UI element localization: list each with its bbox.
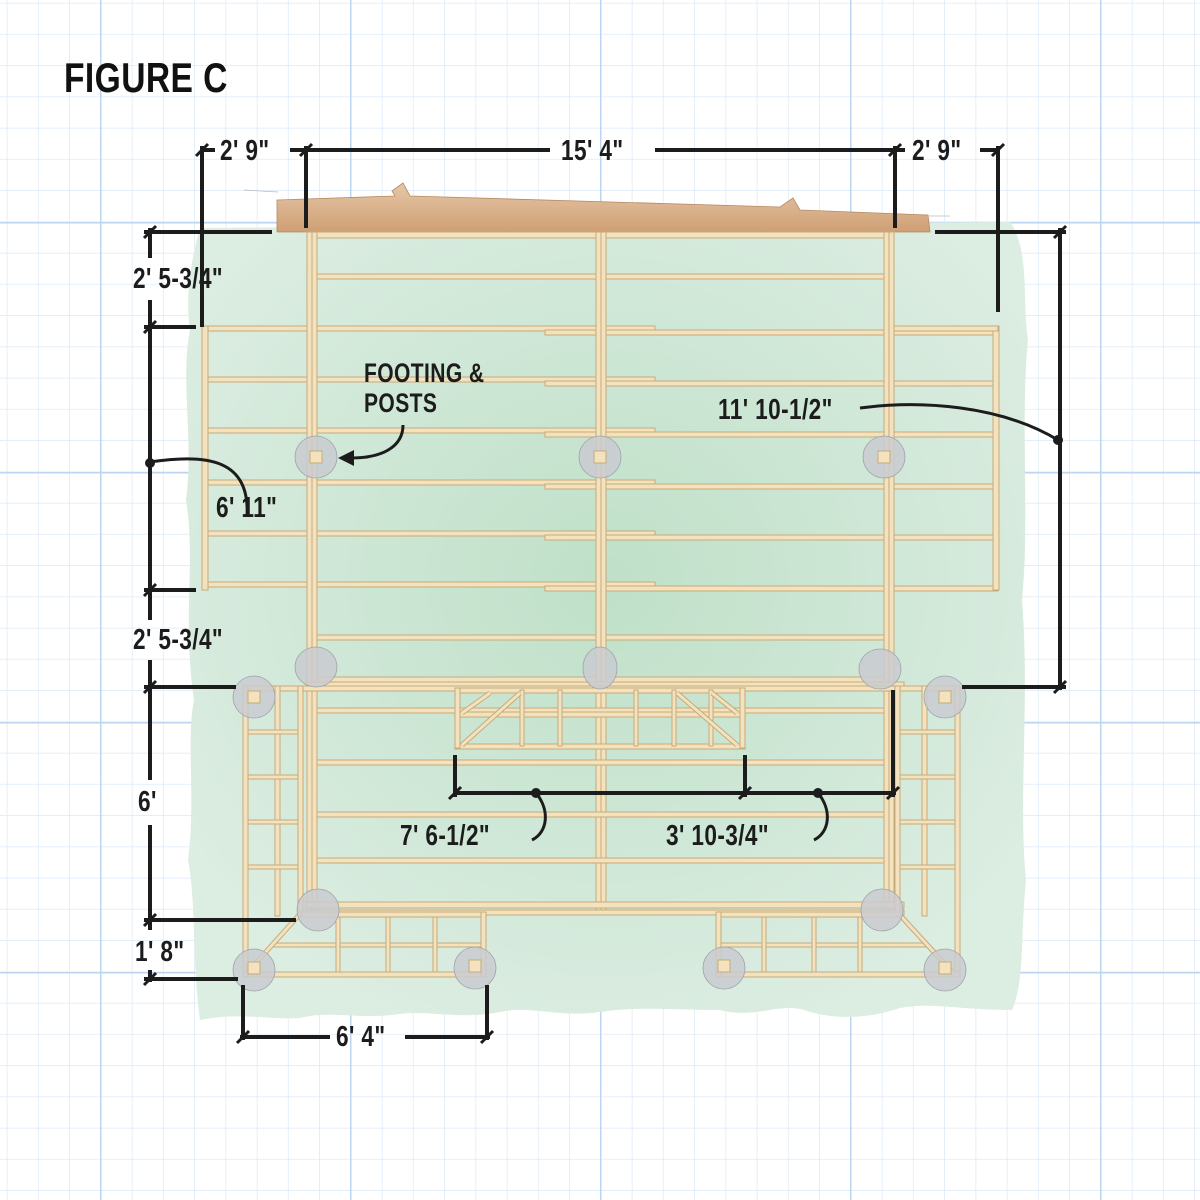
dim-left-step: 1' 8": [135, 936, 185, 968]
dimension-ticks: [142, 142, 1068, 1045]
dim-left-wing-depth: 6' 11": [216, 492, 278, 524]
dim-left-lower-deck: 6': [138, 786, 157, 818]
post-squares: [247, 450, 952, 975]
dim-top-right-overhang: 2' 9": [912, 135, 962, 167]
dim-left-upper-offset: 2' 5-3/4": [133, 263, 224, 295]
dim-bottom-step-width: 6' 4": [336, 1021, 386, 1053]
dim-mid-right-gap: 3' 10-3/4": [666, 820, 770, 852]
dim-right-total-depth: 11' 10-1/2": [718, 394, 833, 426]
dim-mid-truss-width: 7' 6-1/2": [400, 820, 491, 852]
footings: [232, 435, 967, 992]
dimension-dots: [145, 435, 1063, 798]
deck-framing: [201, 231, 1000, 978]
callout-arrowhead-icon: [338, 450, 354, 466]
callout-footing-line2: POSTS: [364, 388, 438, 418]
callout-footing-line1: FOOTING &: [364, 358, 485, 388]
figure-title: FIGURE C: [64, 54, 228, 101]
dimension-lines: [144, 146, 1066, 1040]
ground-area: [186, 222, 1028, 1020]
dim-top-left-overhang: 2' 9": [220, 135, 270, 167]
dim-left-lower-offset: 2' 5-3/4": [133, 624, 224, 656]
dim-top-main-width: 15' 4": [561, 135, 624, 167]
